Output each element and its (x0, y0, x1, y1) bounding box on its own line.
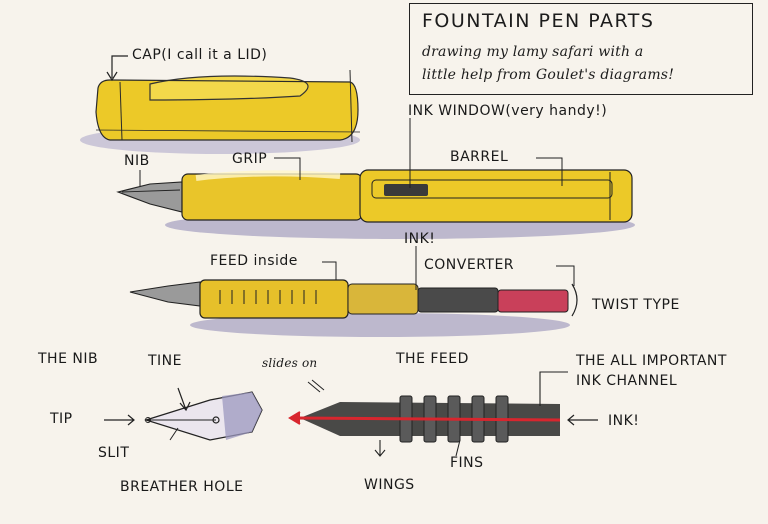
title-box: FOUNTAIN PEN PARTS drawing my lamy safar… (409, 3, 753, 95)
subtitle-line-1: drawing my lamy safari with a (422, 44, 644, 60)
subtitle-line-2: little help from Goulet's diagrams! (422, 67, 675, 83)
nib-detail-drawing (143, 391, 263, 441)
slides-on-label: slides on (262, 356, 318, 370)
tine-label: TINE (148, 353, 182, 369)
twist-type-label: TWIST TYPE (592, 297, 680, 313)
ink-right-label: INK! (608, 413, 640, 429)
cap-label: CAP(I call it a LID) (132, 47, 268, 63)
grip-label: GRIP (232, 151, 268, 167)
breather-hole-label: BREATHER HOLE (120, 479, 244, 495)
fins-label: FINS (450, 455, 484, 471)
ink-window-label: INK WINDOW(very handy!) (408, 103, 608, 119)
the-feed-label: THE FEED (396, 351, 469, 367)
feed-detail-drawing (288, 395, 561, 443)
slit-label: SLIT (98, 445, 130, 461)
assembled-pen-drawing (116, 169, 635, 239)
converter-label: CONVERTER (424, 257, 515, 273)
cap-drawing (80, 69, 361, 154)
the-nib-label: THE NIB (38, 351, 99, 367)
converter-drawing (129, 279, 578, 337)
barrel-label: BARREL (450, 149, 509, 165)
nib-label: NIB (124, 153, 150, 169)
ink-channel-label-line-2: INK CHANNEL (576, 373, 678, 389)
tip-label: TIP (50, 411, 73, 427)
feed-inside-label: FEED inside (210, 253, 298, 269)
wings-label: WINGS (364, 477, 415, 493)
title: FOUNTAIN PEN PARTS (422, 10, 655, 32)
ink-top-label: INK! (404, 231, 436, 247)
ink-channel-label-line-1: THE ALL IMPORTANT (576, 353, 727, 369)
